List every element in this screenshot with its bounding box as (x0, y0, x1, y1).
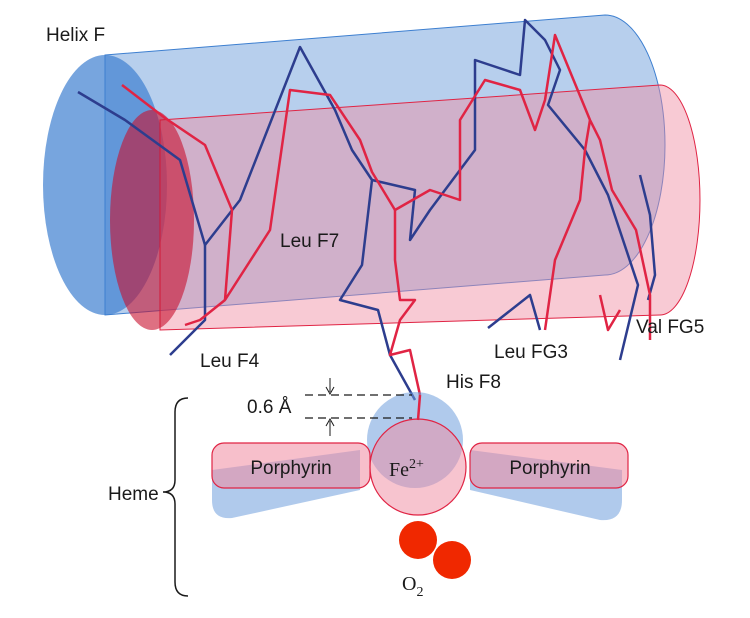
oxygen-symbol: O (402, 573, 416, 595)
arrow-down-head (325, 386, 335, 396)
his-f8-label: His F8 (446, 372, 501, 393)
blue-cylinder-body (104, 14, 666, 316)
blue-strand-branch-3 (638, 174, 657, 301)
heme-complex (211, 392, 629, 521)
blue-strand-branch-4 (487, 293, 542, 331)
distance-label: 0.6 Å (247, 397, 292, 418)
blue-strand-branch-1 (371, 18, 640, 361)
porphyrin-left-label: Porphyrin (250, 458, 331, 479)
porphyrin-right-label: Porphyrin (509, 458, 590, 479)
heme-label: Heme (108, 484, 159, 505)
blue-strand-branch-2 (169, 245, 207, 356)
helix-f-label: Helix F (46, 25, 105, 46)
red-cylinder-body (159, 84, 701, 331)
leu-fg3-label: Leu FG3 (494, 342, 568, 363)
leu-f7-label: Leu F7 (280, 231, 339, 252)
helix-f-cylinder-red (110, 84, 701, 331)
iron-symbol: Fe (389, 459, 409, 481)
oxygen-atom-1 (399, 521, 437, 559)
porphyrin-right-pink (469, 442, 629, 489)
oxygen-atom-2 (433, 541, 471, 579)
arrow-up-head (325, 417, 335, 427)
red-strand-branch-1 (388, 210, 422, 396)
red-strand-branch-3 (543, 119, 592, 331)
oxygen-label: O2 (402, 573, 423, 600)
red-strand-branch-2 (184, 299, 226, 327)
iron-charge: 2+ (409, 457, 424, 472)
displacement-marker (305, 378, 412, 436)
iron-label: Fe2+ (389, 457, 424, 481)
oxygen-subscript: 2 (416, 585, 423, 600)
blue-backbone-strand (77, 45, 417, 401)
red-cylinder-end (110, 110, 194, 330)
red-strand-branch-4 (598, 294, 622, 332)
his-fe-bond (416, 394, 422, 421)
leu-f4-label: Leu F4 (200, 351, 260, 372)
val-fg5-label: Val FG5 (636, 317, 704, 338)
heme-brace (162, 397, 189, 597)
